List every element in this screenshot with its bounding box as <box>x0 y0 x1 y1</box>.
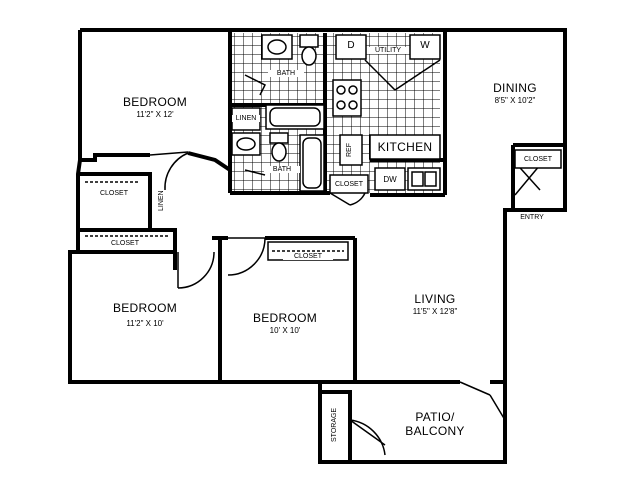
patio-name-line2: BALCONY <box>405 424 465 438</box>
living-name: LIVING <box>414 292 456 306</box>
dryer-label: D <box>347 40 355 51</box>
linen-hall-label: LINEN <box>158 190 165 212</box>
bedroom2-dims: 11'2" X 10' <box>126 319 164 328</box>
dishwasher-label: DW <box>383 175 397 184</box>
patio-name-line1: PATIO/ <box>415 410 455 424</box>
closet-hall-label: CLOSET <box>100 240 150 247</box>
dining-dims: 8'5" X 10'2" <box>494 96 536 105</box>
closet-kitchen-label: CLOSET <box>334 181 363 188</box>
bedroom3-dims: 10' X 10' <box>269 326 301 335</box>
closet-left-label: CLOSET <box>99 190 128 197</box>
bath-fixtures-lower <box>231 132 325 192</box>
bath-lower-name: BATH <box>264 166 300 173</box>
doors <box>149 74 541 456</box>
closet-entry-label: CLOSET <box>523 156 552 163</box>
linen-bath-label: LINEN <box>232 115 260 122</box>
kitchen-fixtures <box>332 34 441 191</box>
bedroom3-name: BEDROOM <box>252 311 318 325</box>
storage-name: STORAGE <box>331 407 338 443</box>
dining-name: DINING <box>493 81 537 95</box>
bath-fixtures-upper <box>231 34 325 131</box>
closet-bed3-label: CLOSET <box>283 253 333 260</box>
bedroom2-name: BEDROOM <box>112 301 178 315</box>
interior-walls <box>70 30 565 462</box>
bedroom1-dims: 11'2" X 12' <box>136 110 174 119</box>
refrigerator-label: REF <box>346 143 353 157</box>
bedroom1-name: BEDROOM <box>122 95 188 109</box>
living-dims: 11'5" X 12'8" <box>412 307 458 316</box>
utility-label: UTILITY <box>368 47 408 54</box>
bath-upper-name: BATH <box>268 70 304 77</box>
kitchen-name: KITCHEN <box>372 141 438 153</box>
entry-name: ENTRY <box>520 214 544 221</box>
washer-label: W <box>420 40 430 51</box>
